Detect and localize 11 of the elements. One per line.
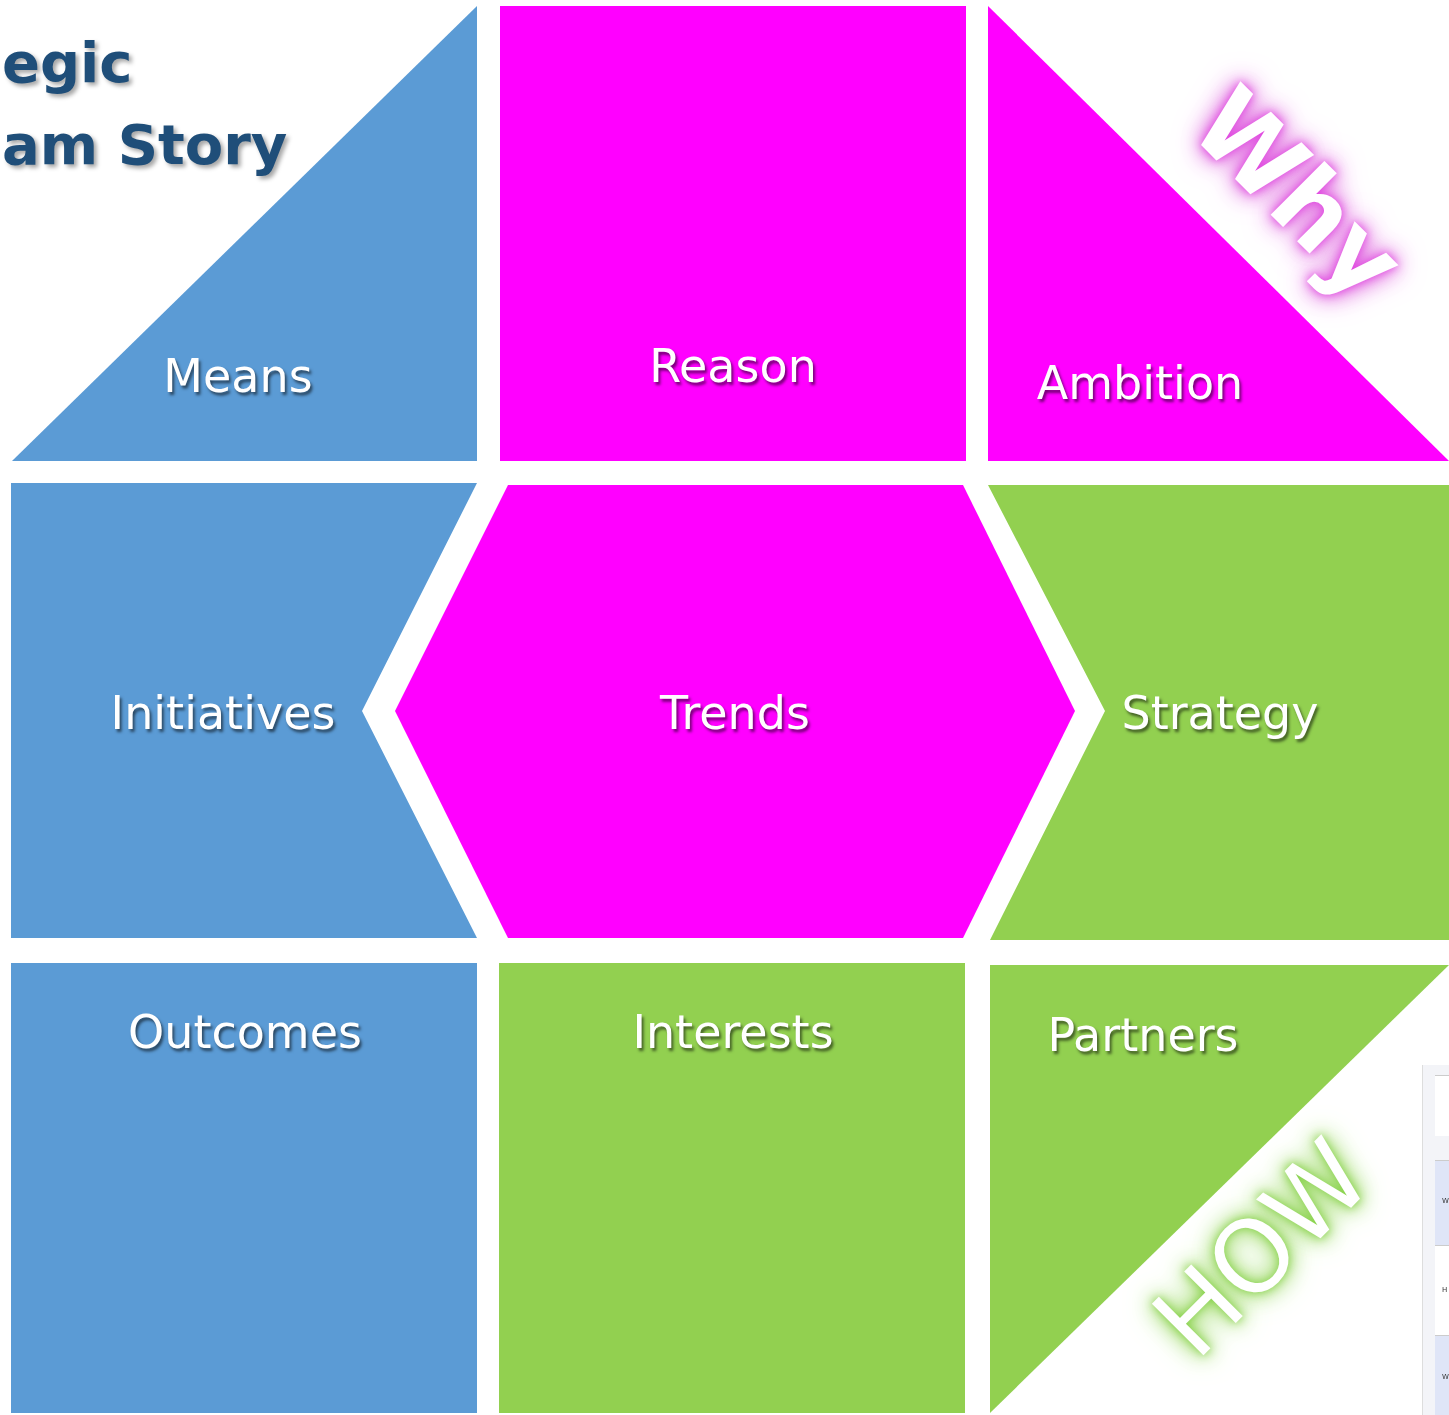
- title-text: am Story: [2, 112, 288, 177]
- panel-label: Trends: [660, 686, 810, 740]
- panel-label: Outcomes: [128, 1005, 362, 1059]
- panel-label: Ambition: [1036, 356, 1244, 410]
- title-text: egic: [2, 30, 133, 95]
- panel-label: Means: [163, 349, 313, 403]
- panel-label: Partners: [1047, 1008, 1239, 1062]
- panel-label: Strategy: [1121, 686, 1319, 740]
- panel-label: Interests: [632, 1005, 834, 1059]
- panel-label: Reason: [649, 339, 817, 393]
- panel-label: Initiatives: [110, 686, 336, 740]
